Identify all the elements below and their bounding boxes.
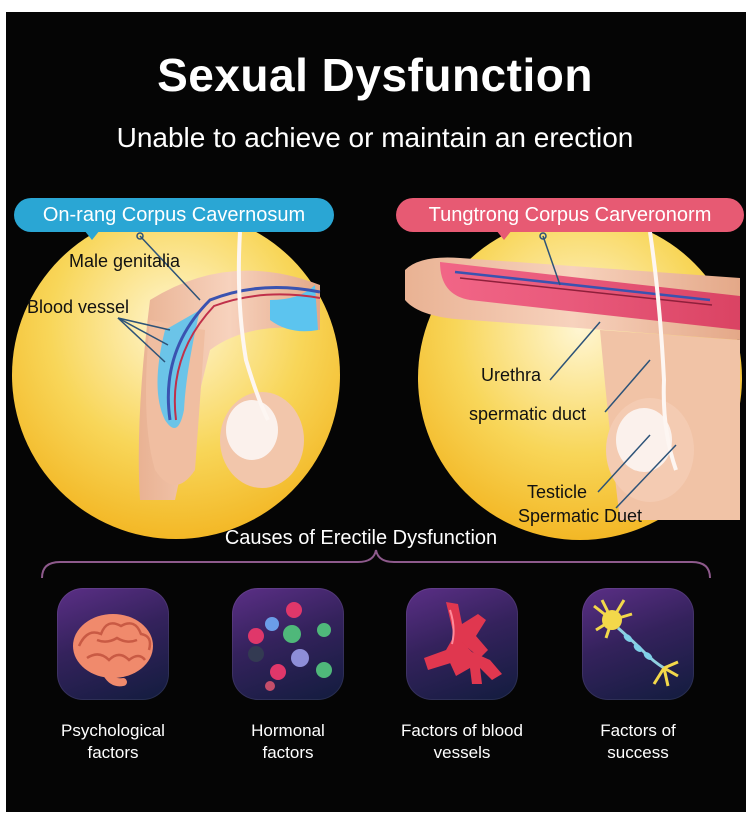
cause-psychological: Psychological factors: [28, 588, 198, 764]
pill-tail: [84, 230, 100, 240]
neuron-icon: [582, 588, 694, 700]
cause-label: Factors of success: [600, 721, 676, 762]
cause-hormonal: Hormonal factors: [203, 588, 373, 764]
label-male-genitalia: Male genitalia: [69, 251, 181, 271]
corpus-carveronorm-pill: Tungtrong Corpus Carveronorm: [396, 198, 744, 240]
label-testicle: Testicle: [527, 482, 588, 502]
corpus-cavernosum-pill: On-rang Corpus Cavernosum: [14, 198, 334, 240]
cause-blood-vessels: Factors of blood vessels: [377, 588, 547, 764]
cause-label: Hormonal factors: [251, 721, 325, 762]
erect-diagram: [405, 216, 742, 540]
cause-label: Factors of blood vessels: [401, 721, 523, 762]
blood-vessel-icon: [406, 588, 518, 700]
pill-tail: [496, 230, 512, 240]
label-spermatic-duct: spermatic duct: [469, 404, 587, 424]
brain-icon: [57, 588, 169, 700]
flaccid-diagram: [12, 211, 340, 539]
label-spermatic-duet: Spermatic Duet: [518, 506, 643, 526]
molecules-icon: [232, 588, 344, 700]
grouping-brace: [41, 549, 711, 579]
causes-title: Causes of Erectile Dysfunction: [224, 527, 498, 549]
page-subtitle: Unable to achieve or maintain an erectio…: [116, 122, 634, 153]
page-title: Sexual Dysfunction: [157, 49, 593, 101]
label-urethra: Urethra: [481, 365, 542, 385]
cause-success: Factors of success: [553, 588, 723, 764]
cause-label: Psychological factors: [61, 721, 165, 762]
label-blood-vessel: Blood vessel: [27, 297, 130, 317]
pill-label: Tungtrong Corpus Carveronorm: [428, 204, 712, 226]
pill-label: On-rang Corpus Cavernosum: [42, 204, 306, 226]
